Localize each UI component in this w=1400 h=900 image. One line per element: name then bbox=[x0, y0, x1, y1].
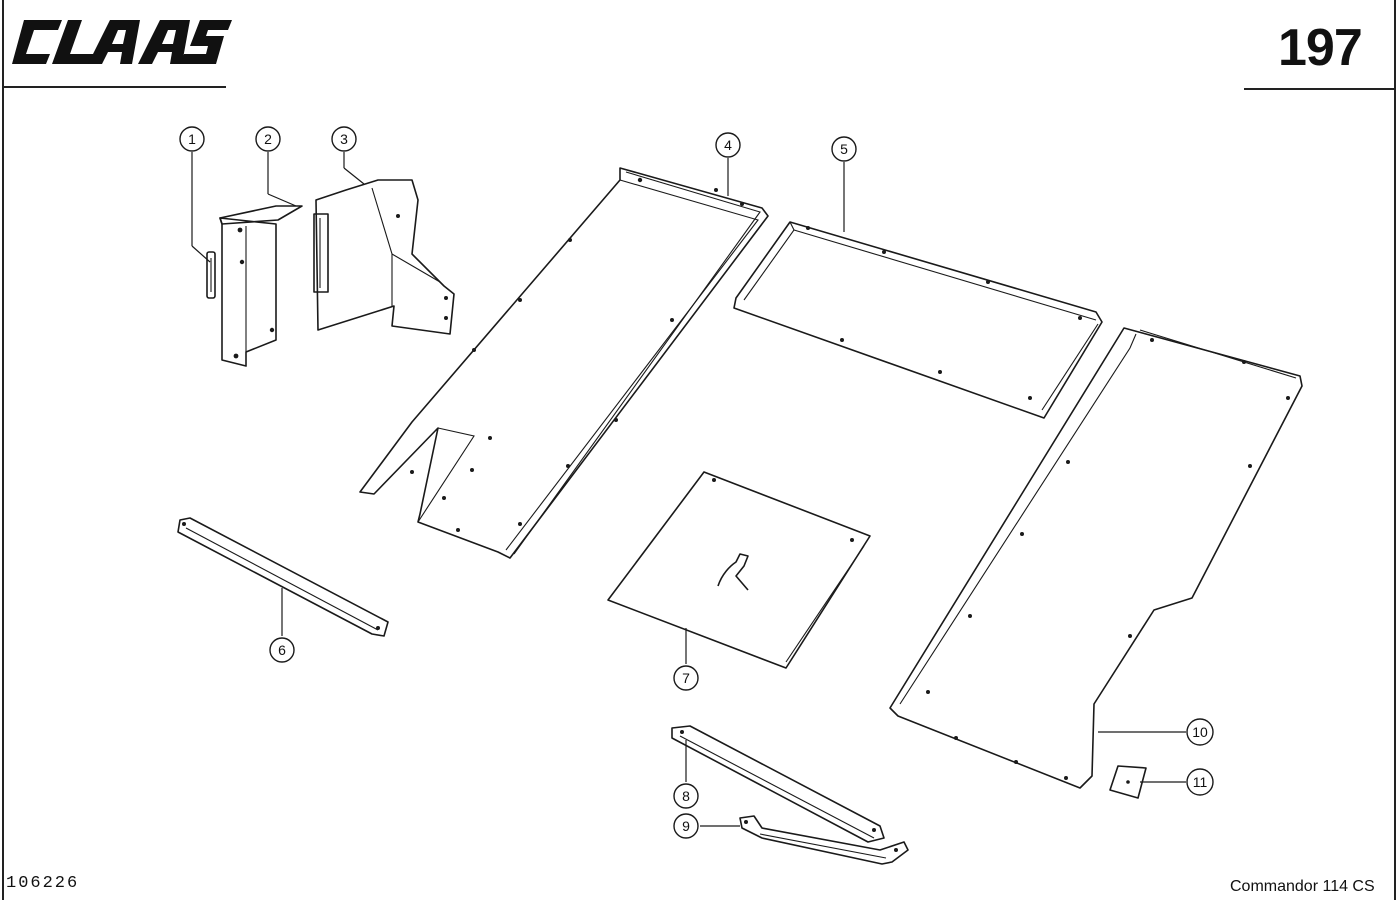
part-1-clip bbox=[206, 251, 216, 299]
model-name: Commandor 114 CS bbox=[1230, 878, 1375, 895]
part-6-strut bbox=[177, 517, 389, 637]
callout-1-label: 1 bbox=[188, 131, 196, 147]
part-7-floor-plate bbox=[607, 471, 871, 669]
part-10-side-panel bbox=[889, 327, 1303, 789]
callout-2-label: 2 bbox=[264, 131, 272, 147]
callout-6-label: 6 bbox=[278, 642, 286, 658]
drawing-number: 106226 bbox=[6, 874, 80, 893]
header-rule-left bbox=[2, 86, 226, 88]
callout-9-label: 9 bbox=[682, 818, 690, 834]
part-11-small-plate bbox=[1109, 765, 1147, 799]
callout-3-label: 3 bbox=[340, 131, 348, 147]
callout-11: 11 bbox=[1186, 768, 1214, 796]
part-5-top-panel bbox=[733, 221, 1103, 419]
callout-7-label: 7 bbox=[682, 670, 690, 686]
page-border-left bbox=[2, 0, 4, 900]
page-number: 197 bbox=[1278, 19, 1363, 77]
page-border-right bbox=[1394, 0, 1396, 900]
part-3-deflector bbox=[313, 179, 455, 335]
callout-10: 10 bbox=[1186, 718, 1214, 746]
callout-8: 8 bbox=[673, 783, 699, 809]
callout-4: 4 bbox=[715, 132, 741, 158]
part-8-brace bbox=[671, 725, 885, 843]
callout-8-label: 8 bbox=[682, 788, 690, 804]
header-rule-right bbox=[1244, 88, 1396, 90]
part-9-curved-brace bbox=[739, 815, 909, 865]
claas-logo bbox=[12, 20, 232, 64]
callout-9: 9 bbox=[673, 813, 699, 839]
part-2-bracket bbox=[219, 205, 303, 367]
callout-leaders bbox=[191, 152, 1186, 827]
callout-7: 7 bbox=[673, 665, 699, 691]
part-4-side-panel bbox=[359, 167, 769, 559]
callout-3: 3 bbox=[331, 126, 357, 152]
callout-11-label: 11 bbox=[1193, 774, 1208, 790]
callout-5: 5 bbox=[831, 136, 857, 162]
callout-5-label: 5 bbox=[840, 141, 848, 157]
callout-1: 1 bbox=[179, 126, 205, 152]
callout-4-label: 4 bbox=[724, 137, 732, 153]
callout-2: 2 bbox=[255, 126, 281, 152]
callout-6: 6 bbox=[269, 637, 295, 663]
callout-10-label: 10 bbox=[1192, 724, 1208, 740]
